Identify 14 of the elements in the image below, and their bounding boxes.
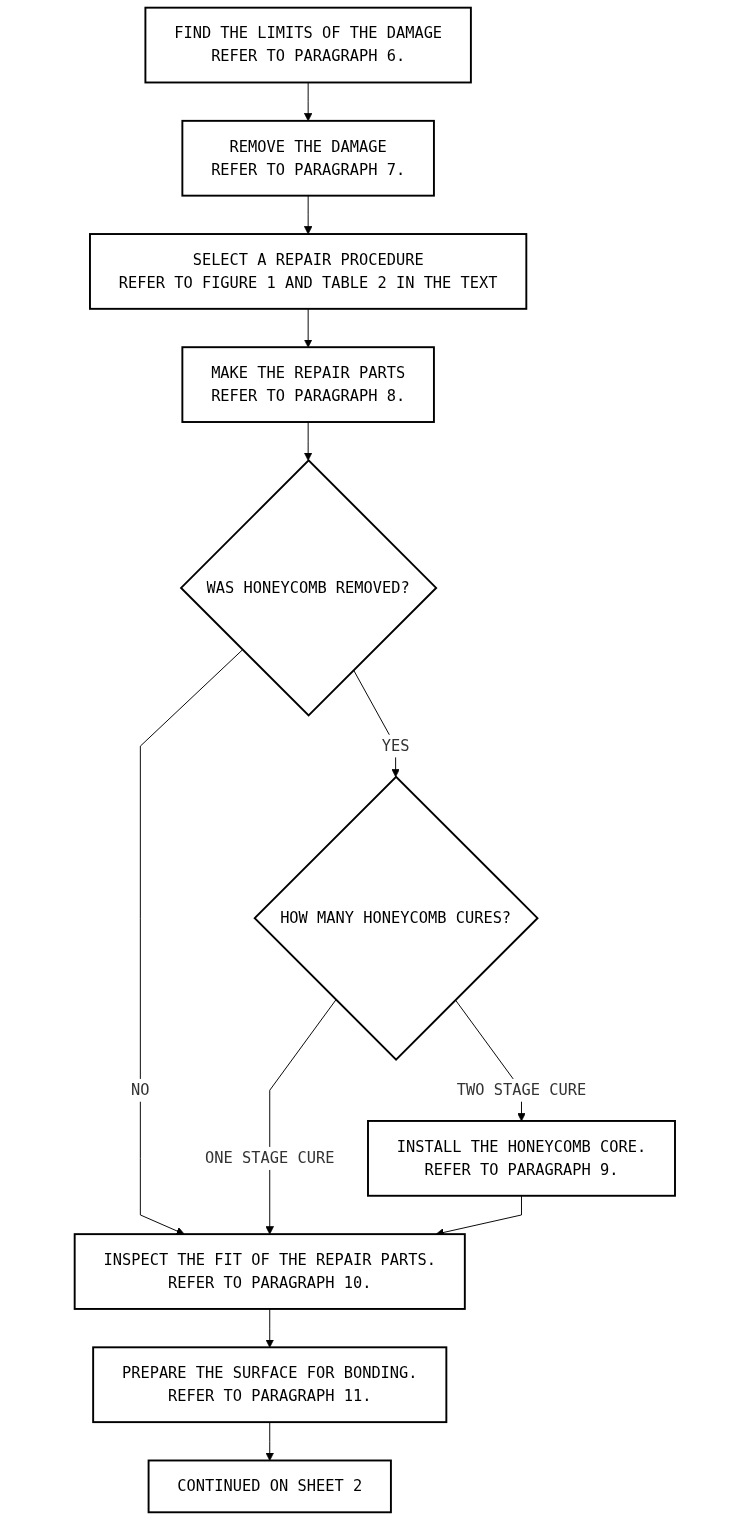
node-box: REMOVE THE DAMAGE REFER TO PARAGRAPH 7. bbox=[181, 119, 436, 197]
edge-label: ONE STAGE CURE bbox=[205, 1148, 335, 1167]
node-box: SELECT A REPAIR PROCEDURE REFER TO FIGURE 1 AND TABLE 2 IN THE TEXT bbox=[89, 233, 528, 310]
edge-label: NO bbox=[131, 1080, 150, 1099]
node-box: FIND THE LIMITS OF THE DAMAGE REFER TO PARAGRAPH 6. bbox=[144, 6, 472, 84]
edge-label: YES bbox=[381, 736, 410, 755]
node-box: INSTALL THE HONEYCOMB CORE. REFER TO PARAGRAPH 9. bbox=[367, 1120, 677, 1197]
edge-label: TWO STAGE CURE bbox=[456, 1080, 587, 1099]
node-box: CONTINUED ON SHEET 2 bbox=[147, 1459, 393, 1514]
node-box: MAKE THE REPAIR PARTS REFER TO PARAGRAPH 8. bbox=[181, 346, 436, 423]
node-diamond: WAS HONEYCOMB REMOVED? bbox=[179, 459, 438, 717]
node-diamond: HOW MANY HONEYCOMB CURES? bbox=[253, 775, 539, 1061]
node-box: PREPARE THE SURFACE FOR BONDING. REFER TO PARAGRAPH 11. bbox=[92, 1346, 448, 1424]
node-box: INSPECT THE FIT OF THE REPAIR PARTS. REFER TO PARAGRAPH 10. bbox=[73, 1233, 466, 1310]
